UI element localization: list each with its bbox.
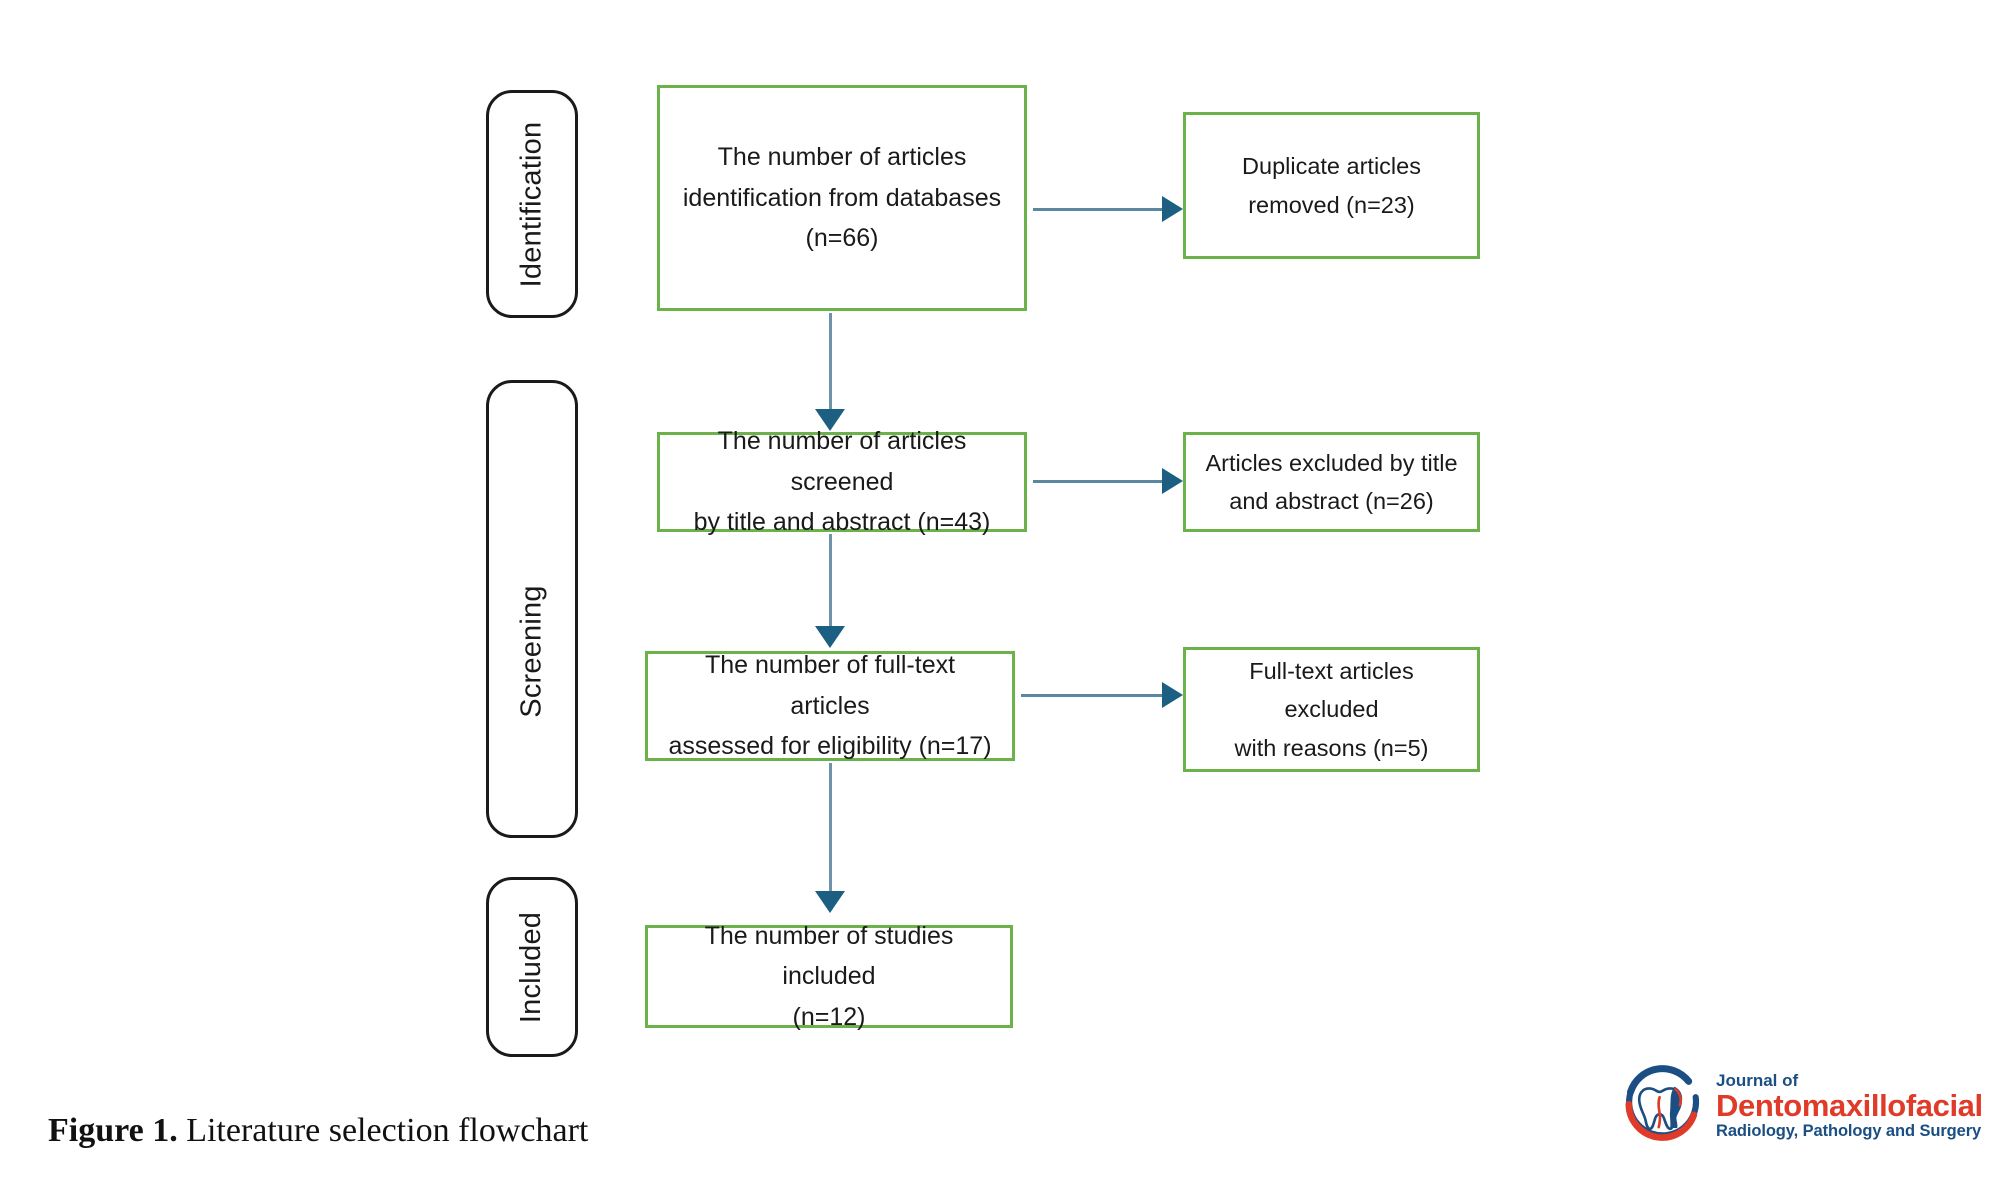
line-2: and abstract (n=26) [1229, 488, 1434, 514]
stage-label-included-text: Included [515, 911, 548, 1023]
journal-logo-line-3: Radiology, Pathology and Surgery [1716, 1121, 1982, 1140]
arrow-fulltext-to-included-head [815, 891, 845, 913]
arrow-screened-to-fulltext-head [815, 626, 845, 648]
flow-box-fulltext-assessed: The number of full-text articles assesse… [645, 651, 1015, 761]
arrow-identified-to-duplicates-head [1162, 196, 1183, 222]
arrow-screened-to-excluded-head [1162, 468, 1183, 494]
flow-box-fulltext-assessed-text: The number of full-text articles assesse… [648, 645, 1012, 767]
flow-box-fulltext-excluded: Full-text articles excluded with reasons… [1183, 647, 1480, 772]
stage-label-included: Included [486, 877, 578, 1057]
arrow-fulltext-to-included [829, 763, 832, 893]
stage-label-identification: Identification [486, 90, 578, 318]
journal-logo-text: Journal of Dentomaxillofacial Radiology,… [1716, 1072, 1983, 1140]
journal-logo-line-2: Dentomaxillofacial [1716, 1087, 1983, 1123]
flow-box-studies-included-text: The number of studies included (n=12) [648, 916, 1010, 1038]
flow-box-duplicates-removed-text: Duplicate articles removed (n=23) [1228, 147, 1435, 223]
figure-caption-text: Literature selection flowchart [177, 1112, 589, 1149]
stage-label-identification-text: Identification [515, 121, 548, 287]
flow-box-studies-included: The number of studies included (n=12) [645, 922, 1013, 1031]
stage-label-screening-text: Screening [515, 584, 548, 718]
line-1: Full-text articles excluded [1249, 658, 1414, 723]
journal-logo-line-1: Journal of [1716, 1071, 1799, 1091]
flow-box-excluded-title-abstract: Articles excluded by title and abstract … [1183, 432, 1480, 532]
line-2: with reasons (n=5) [1234, 734, 1429, 761]
arrow-identified-to-duplicates [1033, 208, 1165, 211]
line-1: The number of articles [717, 143, 967, 172]
line-2: assessed for eligibility (n=17) [668, 732, 992, 761]
line-2: by title and abstract (n=43) [693, 508, 991, 537]
flow-box-articles-screened-text: The number of articles screened by title… [660, 421, 1024, 543]
flow-box-articles-screened: The number of articles screened by title… [657, 427, 1027, 536]
journal-logo: Journal of Dentomaxillofacial Radiology,… [1620, 1062, 1983, 1150]
arrow-fulltext-to-excluded-head [1162, 682, 1183, 708]
journal-logo-mark-icon [1625, 1065, 1700, 1141]
flow-box-excluded-title-abstract-text: Articles excluded by title and abstract … [1191, 444, 1471, 520]
arrow-screened-to-fulltext [829, 534, 832, 628]
flow-box-duplicates-removed: Duplicate articles removed (n=23) [1183, 112, 1480, 259]
arrow-fulltext-to-excluded [1021, 694, 1165, 697]
line-2: removed (n=23) [1248, 191, 1415, 218]
line-3: (n=66) [805, 224, 879, 253]
arrow-screened-to-excluded [1033, 480, 1165, 483]
arrow-identified-to-screened [829, 313, 832, 411]
flow-box-fulltext-excluded-text: Full-text articles excluded with reasons… [1186, 652, 1477, 766]
line-1: The number of full-text articles [704, 651, 956, 720]
figure-caption-label: Figure 1. [48, 1112, 178, 1149]
flow-box-articles-identified-text: The number of articles identification fr… [669, 137, 1015, 259]
figure-caption: Figure 1. Literature selection flowchart [48, 1112, 588, 1150]
line-2: (n=12) [792, 1002, 866, 1031]
line-1: Duplicate articles [1242, 153, 1421, 180]
line-1: Articles excluded by title [1205, 449, 1458, 476]
line-1: The number of studies included [704, 921, 954, 991]
flow-box-articles-identified: The number of articles identification fr… [657, 85, 1027, 311]
stage-label-screening: Screening [486, 380, 578, 838]
arrow-identified-to-screened-head [815, 409, 845, 431]
line-1: The number of articles screened [717, 427, 967, 496]
line-2: identification from databases [682, 183, 1002, 212]
